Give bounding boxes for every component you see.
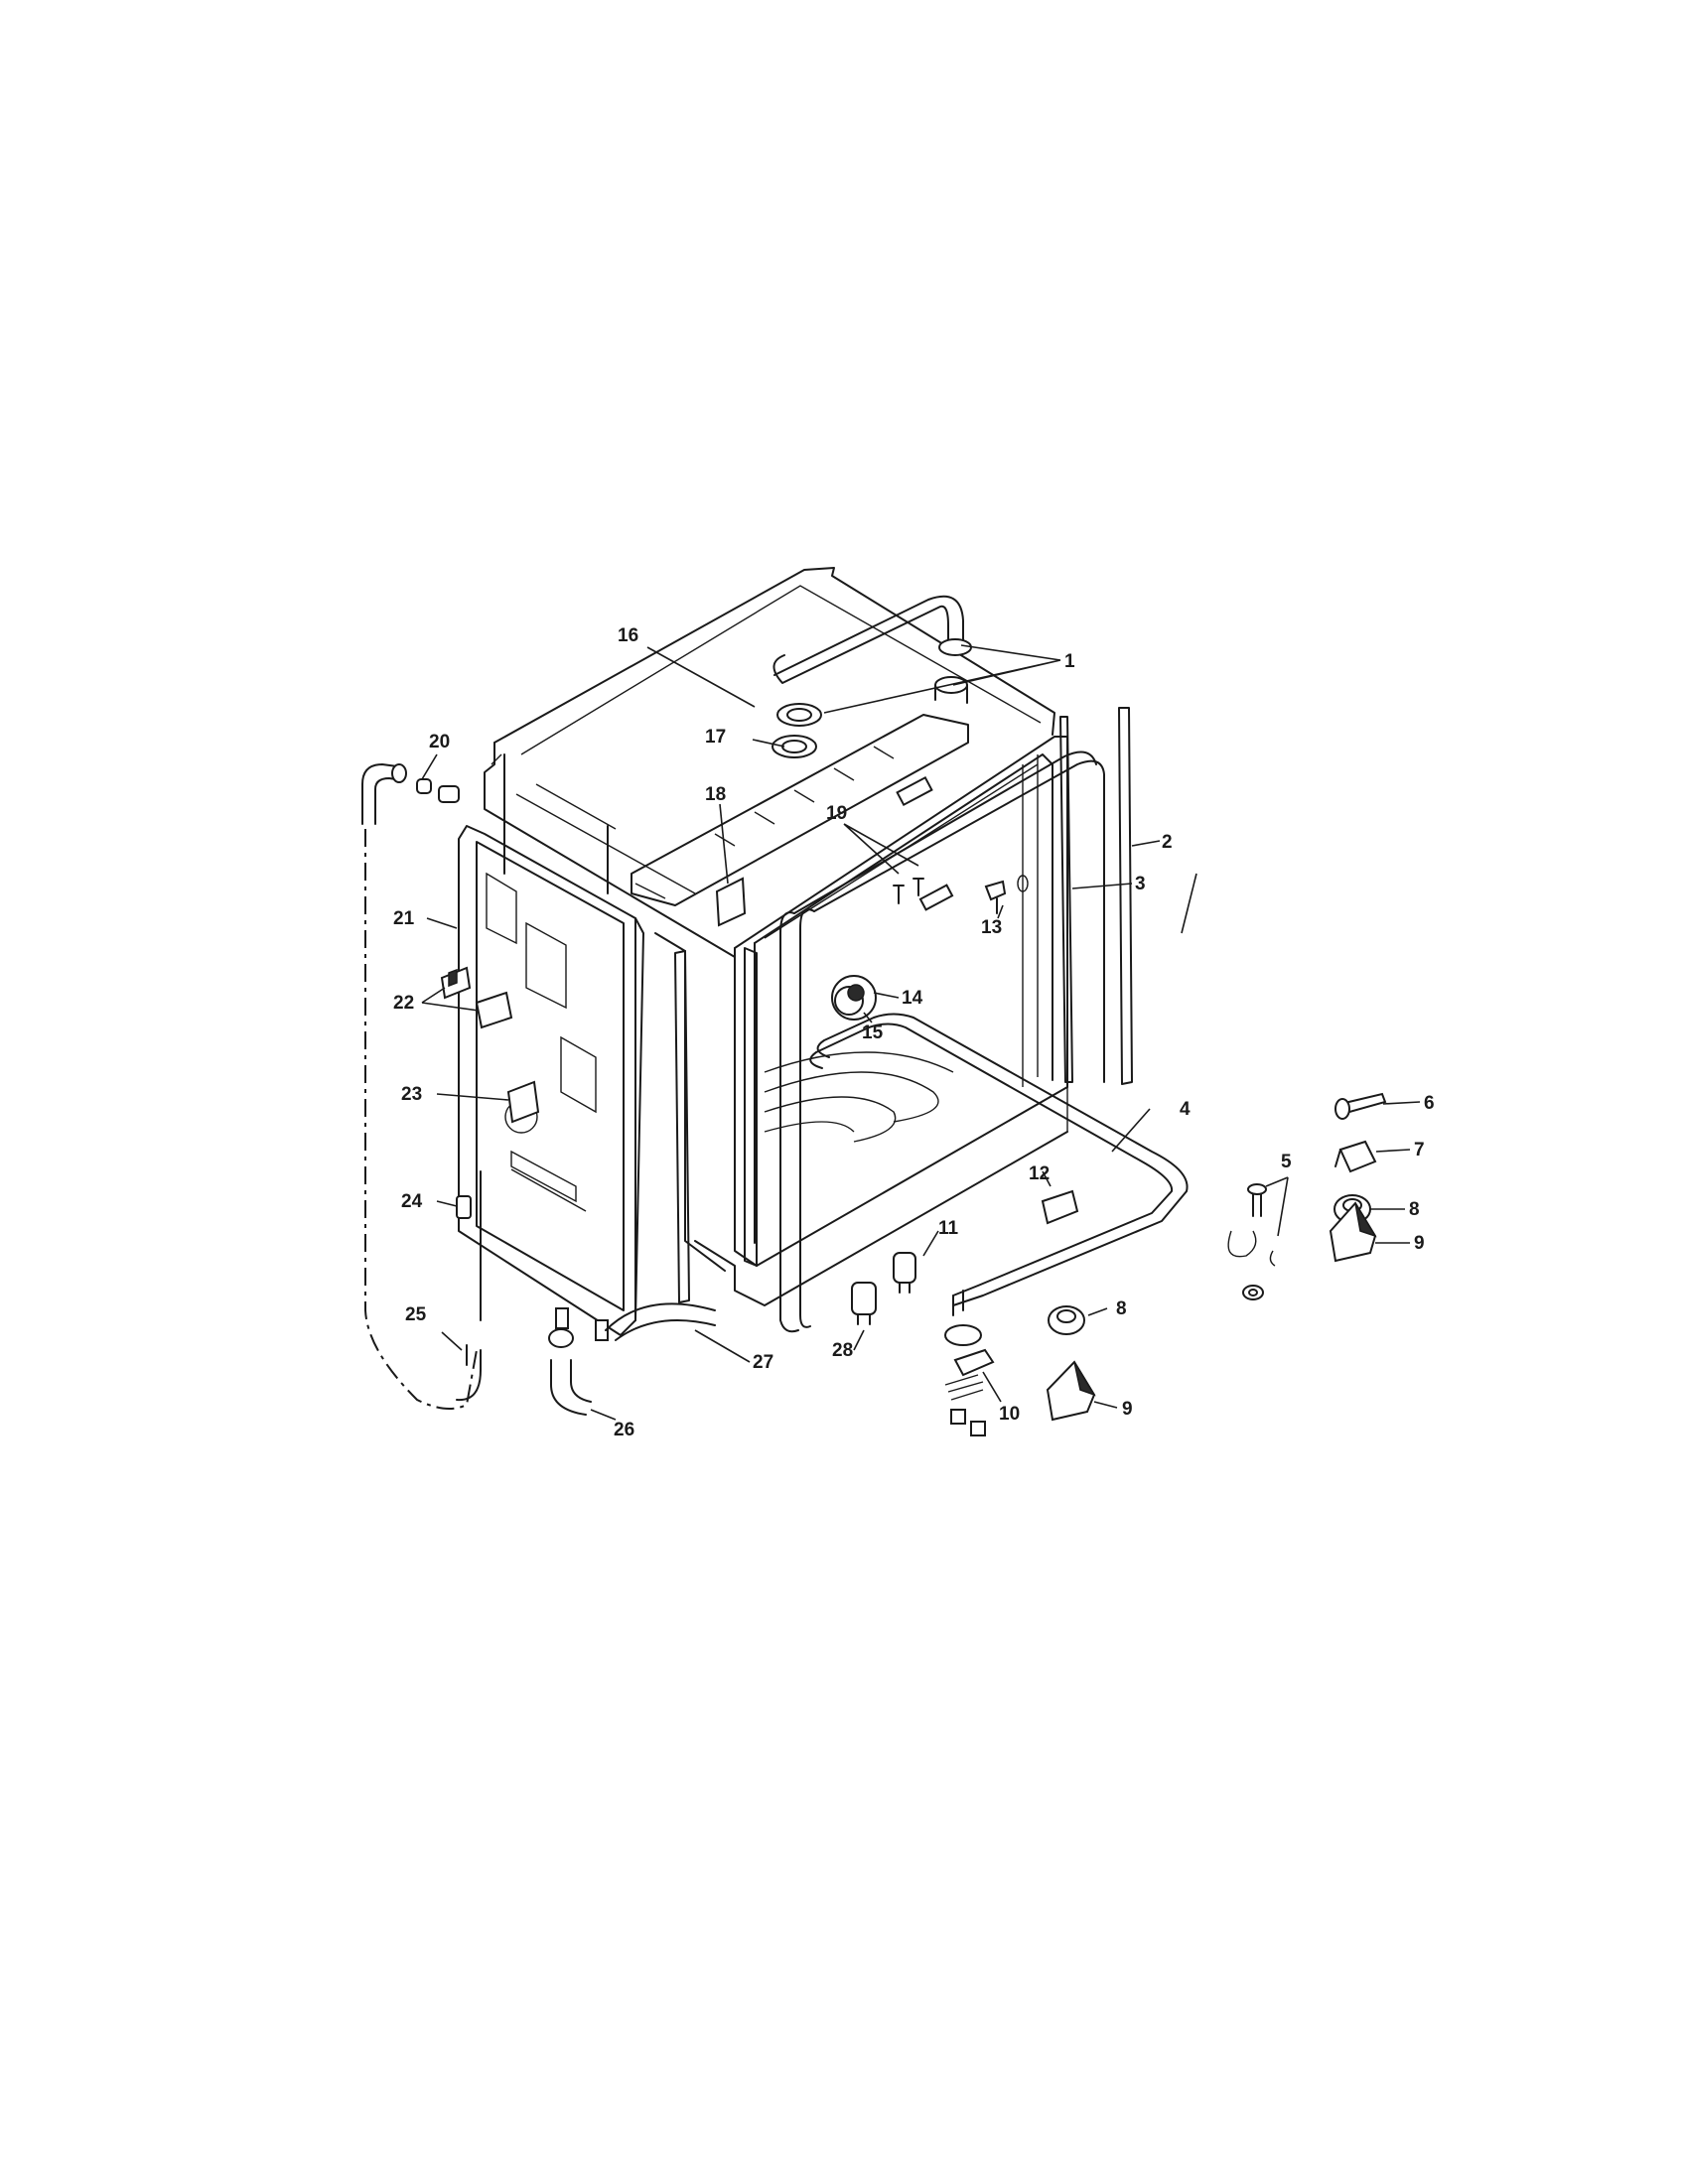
- part-9-foot-lower: [1046, 1360, 1096, 1422]
- tub-body: [484, 567, 1105, 1333]
- leader-lines: [421, 644, 1421, 1421]
- callout-8-right: 8: [1409, 1199, 1420, 1220]
- part-7-clip: [1334, 1140, 1377, 1173]
- callout-4: 4: [1180, 1099, 1191, 1120]
- part-8-nut-lower: [1048, 1305, 1085, 1335]
- callout-2: 2: [1162, 832, 1173, 853]
- callout-26: 26: [614, 1420, 634, 1440]
- side-panel: [458, 825, 644, 1341]
- part-3-strip: [1059, 716, 1073, 1083]
- callout-8-lower: 8: [1116, 1298, 1127, 1319]
- callout-13: 13: [981, 917, 1002, 938]
- part-23-bracket: [506, 1080, 540, 1124]
- callout-10: 10: [999, 1404, 1020, 1425]
- part-12-clip: [1041, 1189, 1079, 1225]
- callout-16: 16: [618, 625, 638, 646]
- callout-1: 1: [1064, 651, 1075, 672]
- part-10-plate: [944, 1348, 995, 1436]
- callout-23: 23: [401, 1084, 422, 1105]
- callout-24: 24: [401, 1191, 423, 1212]
- callout-12: 12: [1029, 1163, 1050, 1184]
- callout-5: 5: [1281, 1152, 1292, 1172]
- callout-20: 20: [429, 732, 450, 752]
- part-28-sensor: [851, 1282, 877, 1325]
- part-14-15-knob: [831, 975, 877, 1021]
- part-20-hose: [361, 763, 460, 825]
- part-1-spray-tube: [772, 595, 972, 727]
- callout-28: 28: [832, 1340, 853, 1361]
- part-24-plug: [456, 1195, 472, 1219]
- part-19-screws: [893, 878, 924, 904]
- part-18-block: [715, 877, 747, 927]
- callout-labels: 1 2 3 4 5 6 7 8 8 9 9 10 11 12 13 14 15 …: [393, 625, 1435, 1440]
- part-26-drain-hose: [548, 1302, 716, 1416]
- part-27-seal: [674, 950, 690, 1303]
- callout-3: 3: [1135, 874, 1146, 894]
- part-25-hose: [364, 829, 482, 1410]
- part-13-fitting: [984, 875, 1029, 914]
- part-22-brackets: [440, 966, 513, 1029]
- callout-9-lower: 9: [1122, 1399, 1133, 1420]
- callout-7: 7: [1414, 1140, 1425, 1160]
- callout-14: 14: [902, 988, 923, 1009]
- callout-6: 6: [1424, 1093, 1435, 1114]
- callout-21: 21: [393, 908, 415, 929]
- part-9-foot-right: [1329, 1201, 1377, 1263]
- callout-18: 18: [705, 784, 726, 805]
- part-5-fasteners: [1227, 1183, 1276, 1300]
- callout-11: 11: [938, 1218, 959, 1239]
- part-4-heating-element: [809, 1013, 1189, 1346]
- callout-9-right: 9: [1414, 1233, 1425, 1254]
- part-2-strip: [1118, 707, 1133, 1085]
- callout-27: 27: [753, 1352, 773, 1373]
- callout-19: 19: [826, 803, 847, 824]
- callout-15: 15: [862, 1023, 884, 1043]
- part-11-sensor: [893, 1252, 916, 1294]
- callout-22: 22: [393, 993, 414, 1014]
- callout-17: 17: [705, 727, 726, 748]
- callout-25: 25: [405, 1304, 427, 1325]
- part-6-pin: [1334, 1092, 1387, 1120]
- part-17-gasket: [772, 735, 817, 758]
